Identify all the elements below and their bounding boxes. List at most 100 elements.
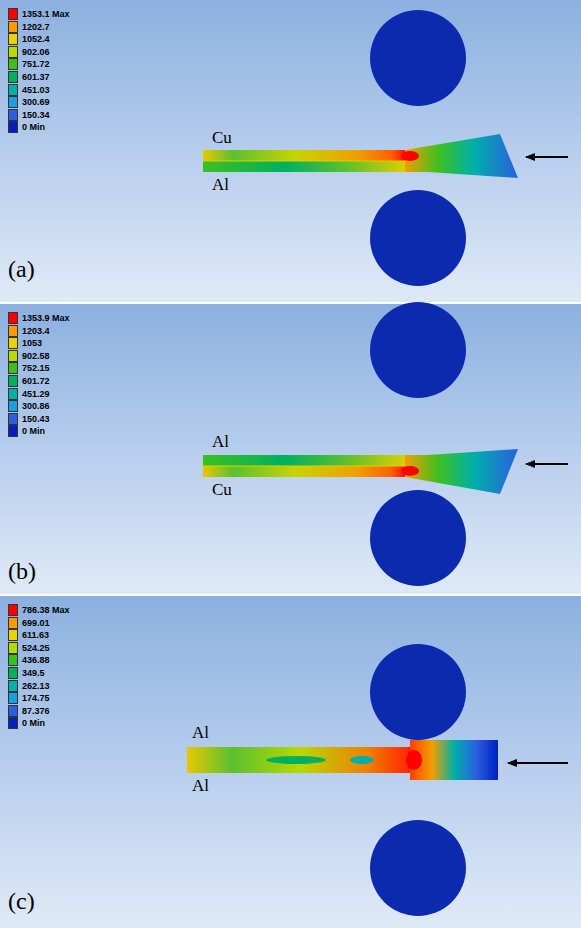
- legend-row: 150.34: [8, 109, 50, 121]
- legend-value: 436.88: [22, 654, 50, 666]
- legend-row: 262.13: [8, 680, 50, 692]
- legend-value: 902.58: [22, 350, 50, 362]
- legend-value: 0 Min: [22, 121, 45, 133]
- color-swatch: [8, 96, 18, 108]
- legend-row: 786.38 Max: [8, 604, 70, 616]
- color-swatch: [8, 21, 18, 33]
- legend-row: 752.15: [8, 362, 50, 374]
- legend-row: 300.69: [8, 96, 50, 108]
- color-swatch: [8, 680, 18, 692]
- legend-row: 1353.1 Max: [8, 8, 70, 20]
- legend-row: 300.86: [8, 400, 50, 412]
- legend-row: 87.376: [8, 705, 50, 717]
- legend-value: 349.5: [22, 667, 45, 679]
- color-swatch: [8, 350, 18, 362]
- color-swatch: [8, 325, 18, 337]
- legend-row: 751.72: [8, 58, 50, 70]
- color-swatch: [8, 388, 18, 400]
- legend-value: 751.72: [22, 58, 50, 70]
- color-swatch: [8, 375, 18, 387]
- legend-value: 300.86: [22, 400, 50, 412]
- legend-row: 524.25: [8, 642, 50, 654]
- layer-label: Cu: [212, 128, 232, 148]
- legend-value: 611.63: [22, 629, 49, 641]
- color-swatch: [8, 84, 18, 96]
- legend-value: 1353.9 Max: [22, 312, 70, 324]
- color-swatch: [8, 654, 18, 666]
- legend-value: 1053: [22, 337, 42, 349]
- legend-value: 1203.4: [22, 325, 50, 337]
- panel-c: [187, 644, 568, 916]
- legend-row: 1052.4: [8, 33, 50, 45]
- legend-row: 601.72: [8, 375, 50, 387]
- legend-row: 436.88: [8, 654, 50, 666]
- legend-value: 699.01: [22, 617, 50, 629]
- legend-row: 1053: [8, 337, 42, 349]
- layer-label: Al: [212, 175, 229, 195]
- legend-row: 0 Min: [8, 425, 45, 437]
- color-swatch: [8, 717, 18, 729]
- legend-value: 902.06: [22, 46, 50, 58]
- color-swatch: [8, 337, 18, 349]
- color-swatch: [8, 109, 18, 121]
- color-swatch: [8, 667, 18, 679]
- color-swatch: [8, 362, 18, 374]
- legend-row: 902.58: [8, 350, 50, 362]
- color-swatch: [8, 58, 18, 70]
- legend-row: 349.5: [8, 667, 45, 679]
- legend-value: 1202.7: [22, 21, 50, 33]
- color-swatch: [8, 312, 18, 324]
- legend-value: 0 Min: [22, 425, 45, 437]
- legend-value: 150.43: [22, 413, 50, 425]
- legend-row: 611.63: [8, 629, 49, 641]
- layer-label: Al: [192, 723, 209, 743]
- color-swatch: [8, 692, 18, 704]
- legend-value: 601.37: [22, 71, 50, 83]
- color-swatch: [8, 705, 18, 717]
- color-swatch: [8, 71, 18, 83]
- panel-label: (a): [8, 256, 35, 283]
- legend-value: 1353.1 Max: [22, 8, 70, 20]
- color-swatch: [8, 617, 18, 629]
- legend-value: 262.13: [22, 680, 50, 692]
- legend-value: 1052.4: [22, 33, 50, 45]
- legend-row: 451.29: [8, 388, 50, 400]
- panel-a: [203, 10, 568, 286]
- legend-row: 699.01: [8, 617, 50, 629]
- legend-value: 451.29: [22, 388, 50, 400]
- color-swatch: [8, 8, 18, 20]
- color-swatch: [8, 604, 18, 616]
- legend-value: 150.34: [22, 109, 50, 121]
- legend-row: 902.06: [8, 46, 50, 58]
- legend-value: 786.38 Max: [22, 604, 70, 616]
- layer-label: Al: [192, 776, 209, 796]
- legend-row: 1353.9 Max: [8, 312, 70, 324]
- legend-value: 300.69: [22, 96, 50, 108]
- legend-value: 752.15: [22, 362, 50, 374]
- color-swatch: [8, 425, 18, 437]
- legend-value: 524.25: [22, 642, 50, 654]
- legend-row: 451.03: [8, 84, 50, 96]
- layer-label: Cu: [212, 480, 232, 500]
- legend-row: 174.75: [8, 692, 50, 704]
- legend-row: 0 Min: [8, 717, 45, 729]
- legend-value: 87.376: [22, 705, 50, 717]
- color-swatch: [8, 121, 18, 133]
- panel-label: (b): [8, 558, 36, 585]
- legend-value: 451.03: [22, 84, 50, 96]
- legend-value: 0 Min: [22, 717, 45, 729]
- color-swatch: [8, 33, 18, 45]
- legend-row: 150.43: [8, 413, 50, 425]
- panel-b: [203, 302, 568, 586]
- panel-label: (c): [8, 888, 35, 915]
- color-swatch: [8, 400, 18, 412]
- color-swatch: [8, 629, 18, 641]
- legend-row: 0 Min: [8, 121, 45, 133]
- color-swatch: [8, 642, 18, 654]
- layer-label: Al: [212, 432, 229, 452]
- legend-value: 174.75: [22, 692, 50, 704]
- color-swatch: [8, 46, 18, 58]
- legend-value: 601.72: [22, 375, 50, 387]
- color-swatch: [8, 413, 18, 425]
